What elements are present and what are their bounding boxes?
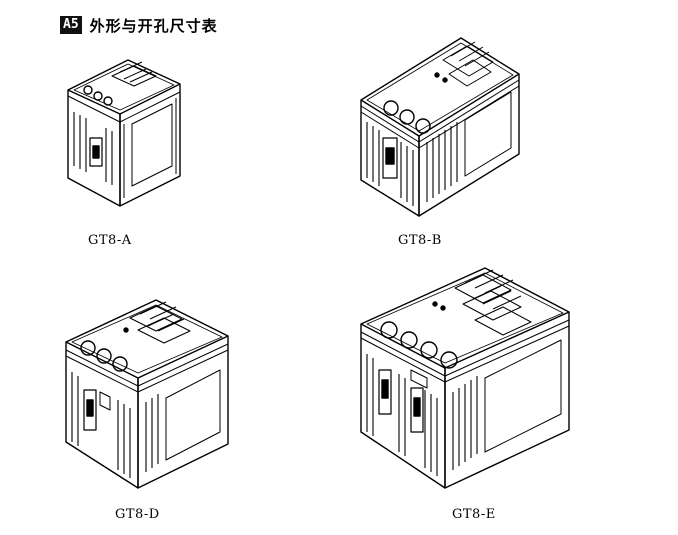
section-header: A5 外形与开孔尺寸表 (60, 14, 218, 36)
device-gt8-d-drawing (60, 292, 235, 492)
device-gt8-a-drawing (60, 48, 185, 218)
device-gt8-d-label: GT8-D (115, 507, 160, 522)
device-gt8-b-label: GT8-B (398, 233, 442, 248)
device-gt8-a-label: GT8-A (88, 233, 132, 248)
device-gt8-e-label: GT8-E (452, 507, 496, 522)
device-gt8-b-drawing (355, 30, 525, 220)
section-badge: A5 (60, 16, 82, 34)
device-gt8-e-drawing (355, 262, 575, 492)
section-title: 外形与开孔尺寸表 (89, 16, 218, 35)
